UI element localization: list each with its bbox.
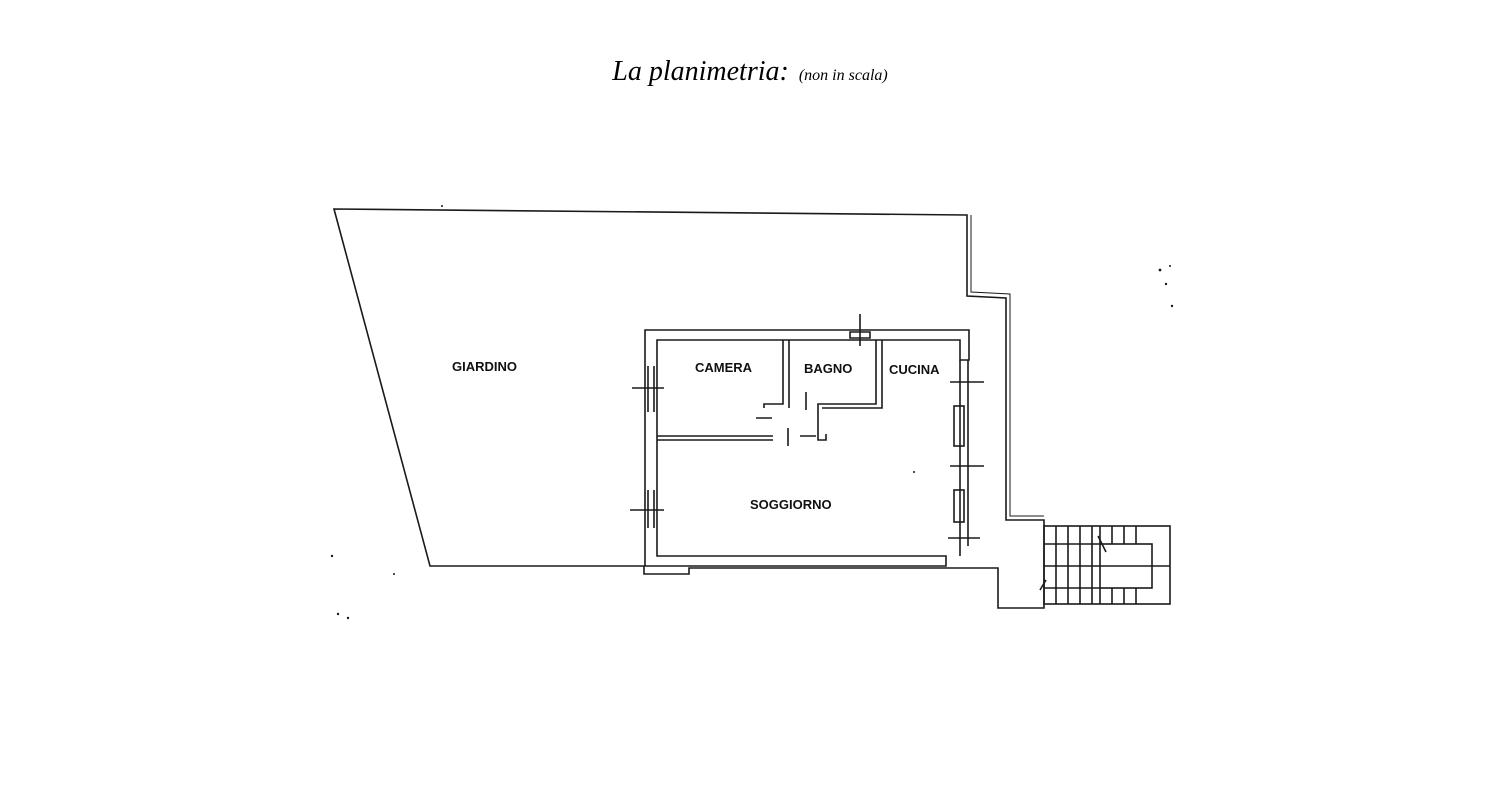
hall-door-marks bbox=[756, 417, 816, 446]
title-text: La planimetria: bbox=[612, 56, 789, 87]
window-bagno-top bbox=[849, 314, 871, 346]
apartment-outer-wall bbox=[644, 329, 970, 567]
garden-outer-edge bbox=[970, 215, 1044, 517]
window-marks-east bbox=[948, 381, 984, 539]
room-label-bagno: BAGNO bbox=[804, 361, 852, 376]
window-cucina-1 bbox=[953, 405, 965, 447]
camera-walls bbox=[657, 340, 790, 441]
room-label-camera: CAMERA bbox=[695, 360, 753, 375]
window-soggiorno-east bbox=[953, 489, 965, 523]
window-soggiorno bbox=[630, 490, 664, 528]
room-label-giardino: GIARDINO bbox=[452, 359, 517, 374]
window-camera bbox=[632, 366, 664, 412]
room-label-cucina: CUCINA bbox=[889, 362, 940, 377]
staircase bbox=[1039, 525, 1171, 605]
garden-boundary bbox=[332, 208, 1045, 609]
scale-note: (non in scala) bbox=[798, 67, 888, 84]
apartment-east-wall bbox=[959, 360, 969, 556]
room-label-soggiorno: SOGGIORNO bbox=[750, 497, 832, 512]
bagno-walls bbox=[817, 340, 883, 441]
scan-specks bbox=[330, 205, 1174, 620]
page-title: La planimetria: (non in scala) bbox=[0, 56, 1500, 88]
